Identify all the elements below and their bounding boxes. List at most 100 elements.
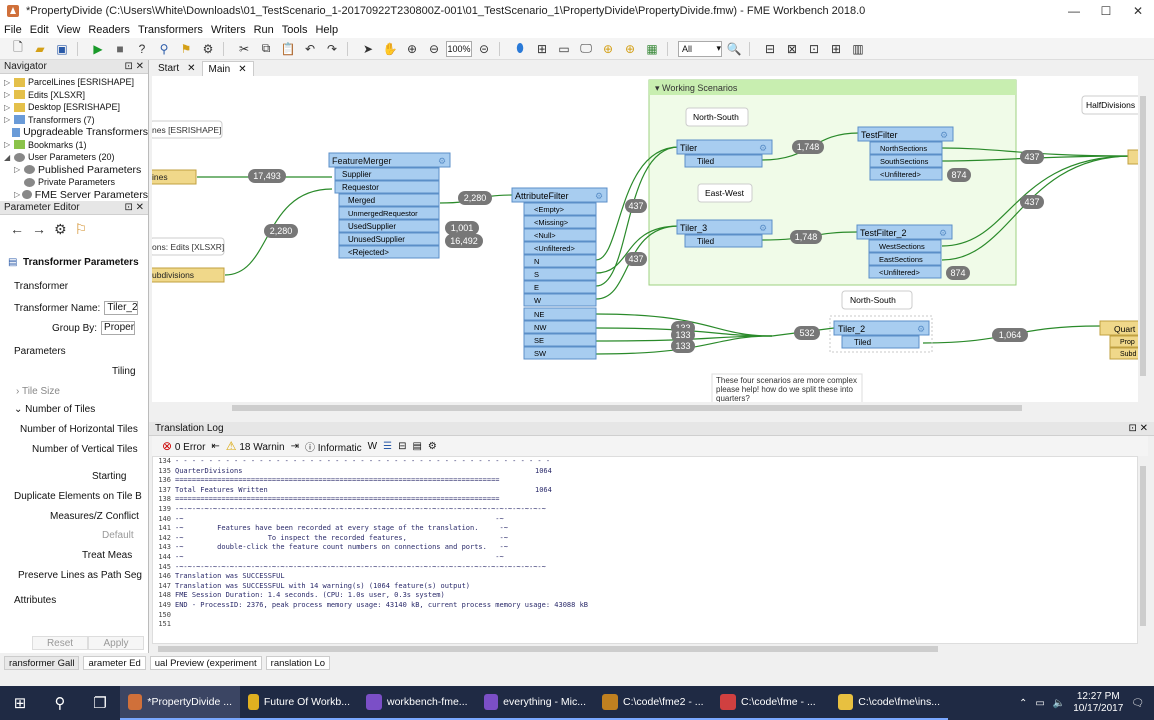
nav-item-user-parameters[interactable]: ◢User Parameters (20) — [4, 152, 115, 163]
menu-view[interactable]: View — [56, 24, 81, 36]
annotation-reader-2[interactable] — [152, 237, 225, 256]
transformer-filter-dropdown[interactable]: All▾ — [678, 40, 722, 57]
marker-icon[interactable]: ⬮ — [516, 41, 524, 55]
expand-icon[interactable]: ▷ — [14, 165, 21, 175]
tab-parameter-editor[interactable]: arameter Ed — [83, 656, 146, 670]
monitor-icon[interactable]: 🖵 — [580, 41, 592, 55]
gear-icon[interactable]: ⚙ — [595, 191, 603, 201]
tile-size-group[interactable]: › Tile Size — [16, 386, 60, 397]
menu-tools[interactable]: Tools — [281, 24, 308, 36]
panel-controls[interactable]: ⊡ ✕ — [124, 202, 144, 213]
port-tiled[interactable]: Tiled — [697, 237, 714, 246]
help-icon[interactable]: ? — [138, 41, 146, 56]
search-icon[interactable]: ⚲ — [54, 695, 66, 712]
save-log-icon[interactable]: ▤ — [412, 440, 422, 452]
expand-icon[interactable]: ▷ — [14, 190, 21, 200]
expand-icon[interactable]: ▷ — [4, 102, 11, 112]
select-icon[interactable]: ➤ — [362, 41, 374, 56]
maximize-button[interactable]: ☐ — [1100, 4, 1112, 18]
menu-run[interactable]: Run — [253, 24, 274, 36]
port-ne[interactable]: NE — [534, 310, 544, 319]
window-icon[interactable]: ▭ — [558, 41, 570, 56]
cut-icon[interactable]: ✂ — [238, 41, 250, 56]
port-sw[interactable]: SW — [534, 349, 547, 358]
transformer-testfilter[interactable]: TestFilter ⚙ NorthSections SouthSections… — [857, 126, 954, 181]
gear-icon[interactable]: ⚙ — [438, 156, 446, 166]
windows-start-icon[interactable]: ⊞ — [13, 695, 27, 712]
nav-item-bookmarks[interactable]: ▷Bookmarks (1) — [4, 139, 87, 150]
taskbar-app[interactable]: C:\code\fme\ins... — [830, 686, 948, 720]
taskbar-app[interactable]: workbench-fme... — [358, 686, 476, 720]
stop-icon[interactable]: ■ — [116, 41, 124, 56]
port-requestor[interactable]: Requestor — [342, 183, 379, 192]
fit-icon[interactable]: ⊞ — [536, 41, 548, 56]
feature-type-quarter-divisions[interactable]: Quart Prop Subd — [1099, 320, 1148, 360]
add-bookmark-icon[interactable]: ▦ — [646, 41, 658, 56]
tab-translation-log[interactable]: ranslation Lo — [265, 656, 331, 670]
port-w[interactable]: W — [534, 296, 542, 305]
annotation-east-west[interactable] — [697, 183, 753, 203]
translation-log-body[interactable]: 134- - - - - - - - - - - - - - - - - - -… — [152, 456, 1138, 644]
gear-icon[interactable]: ⚙ — [759, 223, 767, 233]
feature-type-subdivisions[interactable] — [152, 267, 225, 283]
canvas-horizontal-scrollbar[interactable] — [152, 402, 1148, 414]
collapse-icon[interactable]: ◢ — [4, 152, 11, 162]
task-view-icon[interactable]: ❐ — [93, 695, 107, 712]
menu-help[interactable]: Help — [315, 24, 339, 36]
number-of-tiles-group[interactable]: ⌄ Number of Tiles — [14, 404, 96, 415]
taskbar-app[interactable]: everything - Mic... — [476, 686, 594, 720]
expand-icon[interactable]: ▷ — [4, 115, 11, 125]
save-icon[interactable]: ▣ — [56, 41, 68, 56]
gear-icon[interactable]: ⚙ — [940, 130, 948, 140]
port-west-sections[interactable]: WestSections — [879, 242, 925, 251]
menu-edit[interactable]: Edit — [29, 24, 49, 36]
log-horizontal-scrollbar[interactable] — [152, 644, 1138, 654]
clock[interactable]: 12:27 PM 10/17/2017 — [1073, 691, 1123, 715]
tab-main[interactable]: Main✕ — [201, 61, 254, 76]
taskbar-app[interactable]: Future Of Workb... — [240, 686, 358, 720]
port-north-sections[interactable]: NorthSections — [880, 144, 927, 153]
port-unfiltered[interactable]: <Unfiltered> — [879, 268, 920, 277]
add-writer-icon[interactable]: ⊕ — [624, 41, 636, 56]
annotation-help-note[interactable] — [711, 373, 863, 405]
menu-readers[interactable]: Readers — [88, 24, 130, 36]
workspace-diagram[interactable]: ▾ Working Scenarios nes [ESRISHAPE] — [152, 76, 1148, 414]
tab-transformer-gallery[interactable]: ransformer Gall — [4, 656, 80, 670]
log-vertical-scrollbar[interactable] — [1138, 456, 1148, 644]
port-missing[interactable]: <Missing> — [534, 218, 569, 227]
port-null[interactable]: <Null> — [534, 231, 556, 240]
port-unfiltered[interactable]: <Unfiltered> — [880, 170, 921, 179]
minimize-button[interactable]: — — [1068, 4, 1080, 18]
reset-button[interactable]: Reset — [32, 636, 88, 650]
next-arrow-icon[interactable]: ⇥ — [290, 440, 299, 452]
port-unmerged-requestor[interactable]: UnmergedRequestor — [348, 209, 418, 218]
cache-icon[interactable]: ⚙ — [202, 41, 214, 56]
nav-item-desktop[interactable]: ▷Desktop [ESRISHAPE] — [4, 102, 121, 113]
notifications-icon[interactable]: 🗨 — [1131, 697, 1144, 709]
panel-controls[interactable]: ⊡ ✕ — [124, 61, 144, 72]
port-east-sections[interactable]: EastSections — [879, 255, 923, 264]
expand-icon[interactable]: ▷ — [4, 77, 11, 87]
workspace-canvas[interactable]: ▾ Working Scenarios nes [ESRISHAPE] — [152, 76, 1148, 414]
transformer-attributefilter[interactable]: AttributeFilter ⚙ <Empty> <Missing> <Nul… — [511, 187, 608, 360]
pan-icon[interactable]: ✋ — [382, 41, 398, 56]
apply-button[interactable]: Apply — [88, 636, 144, 650]
gear-icon[interactable]: ⚙ — [759, 143, 767, 153]
volume-icon[interactable]: 🔈 — [1052, 697, 1066, 709]
writer-port-subd[interactable]: Subd — [1120, 351, 1136, 358]
zoom-out-icon[interactable]: ⊖ — [428, 41, 440, 56]
bookmark-header[interactable] — [649, 80, 1016, 95]
port-s[interactable]: S — [534, 270, 539, 279]
network-icon[interactable]: ▭ — [1035, 697, 1045, 709]
nav-item-parcellines[interactable]: ▷ParcelLines [ESRISHAPE] — [4, 77, 135, 88]
list-icon[interactable]: ☰ — [383, 440, 393, 452]
align-left-icon[interactable]: ⊟ — [764, 41, 776, 56]
menu-writers[interactable]: Writers — [210, 24, 246, 36]
annotation-reader-1[interactable] — [152, 120, 223, 139]
help-icon[interactable]: ⚐ — [74, 220, 88, 237]
scroll-thumb[interactable] — [1140, 96, 1146, 376]
annotation-north-south[interactable] — [685, 107, 749, 127]
clear-log-icon[interactable]: ⊟ — [398, 440, 407, 452]
port-empty[interactable]: <Empty> — [534, 205, 565, 214]
gear-icon[interactable]: ⚙ — [939, 228, 947, 238]
